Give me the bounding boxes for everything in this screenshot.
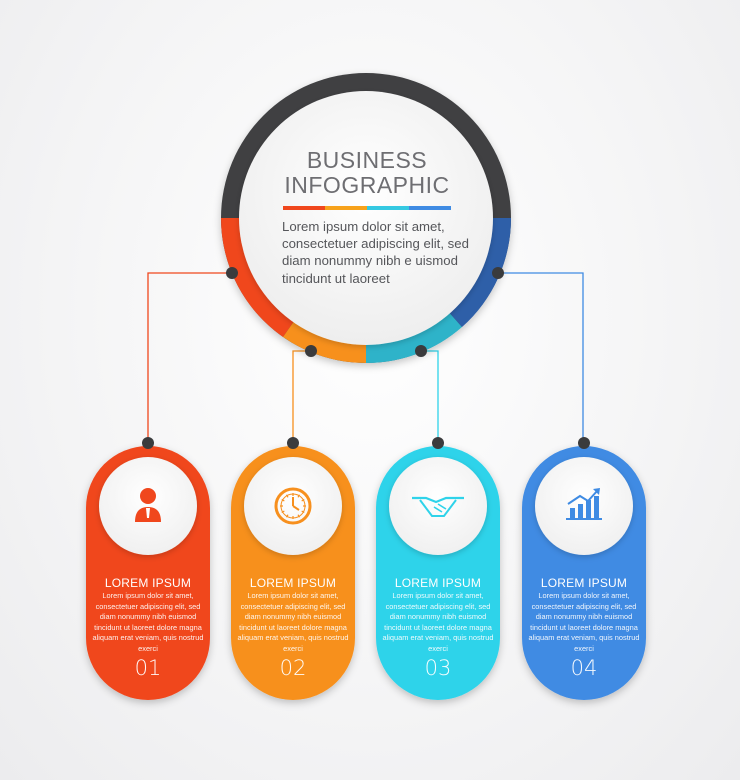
hub-title-line2: INFOGRAPHIC: [284, 172, 450, 198]
hub-body: Lorem ipsum dolor sit amet, consectetuer…: [282, 219, 469, 286]
growth-chart-icon: [566, 488, 602, 520]
businessman-icon: [135, 488, 161, 522]
step-body: Lorem ipsum dolor sit amet, consectetuer…: [237, 591, 349, 653]
step-card-1: [86, 437, 210, 700]
hub-dot-3: [415, 345, 427, 357]
connector-line-4: [498, 272, 584, 443]
hub-text: BUSINESS INFOGRAPHIC Lorem ipsum dolor s…: [262, 148, 472, 287]
step-number: 02: [279, 656, 307, 680]
step-card-4: [522, 437, 646, 700]
hub-accent-bar: [283, 206, 451, 210]
card-connector-dot: [287, 437, 299, 449]
step-card-3: [376, 437, 500, 700]
hub-title: BUSINESS INFOGRAPHIC: [262, 148, 472, 198]
handshake-icon: [412, 496, 464, 517]
icon-badge: [389, 457, 487, 555]
hub-title-line1: BUSINESS: [306, 147, 428, 173]
step-number: 03: [424, 656, 452, 680]
connector-line-2: [292, 350, 311, 443]
hub-face: [239, 91, 493, 345]
icon-badge: [535, 457, 633, 555]
card-connector-dot: [578, 437, 590, 449]
hub-dot-1: [226, 267, 238, 279]
step-title: LOREM IPSUM: [540, 576, 628, 590]
connector-line-1: [147, 272, 232, 443]
hub-dots: [226, 267, 504, 357]
icon-badge: [99, 457, 197, 555]
step-body: Lorem ipsum dolor sit amet, consectetuer…: [382, 591, 494, 653]
step-card-2: [231, 437, 355, 700]
hub-dot-2: [305, 345, 317, 357]
step-body: Lorem ipsum dolor sit amet, consectetuer…: [92, 591, 204, 653]
hub-dot-4: [492, 267, 504, 279]
connector-line-3: [421, 350, 439, 443]
accent-bar-segment: [409, 206, 451, 210]
accent-bar-segment: [367, 206, 409, 210]
step-number: 01: [134, 656, 162, 680]
step-number: 04: [570, 656, 598, 680]
step-title: LOREM IPSUM: [104, 576, 192, 590]
step-title: LOREM IPSUM: [249, 576, 337, 590]
card-connector-dot: [142, 437, 154, 449]
clock-icon: [274, 487, 312, 525]
accent-bar-segment: [283, 206, 325, 210]
accent-bar-segment: [325, 206, 367, 210]
card-connector-dot: [432, 437, 444, 449]
step-body: Lorem ipsum dolor sit amet, consectetuer…: [528, 591, 640, 653]
step-title: LOREM IPSUM: [394, 576, 482, 590]
